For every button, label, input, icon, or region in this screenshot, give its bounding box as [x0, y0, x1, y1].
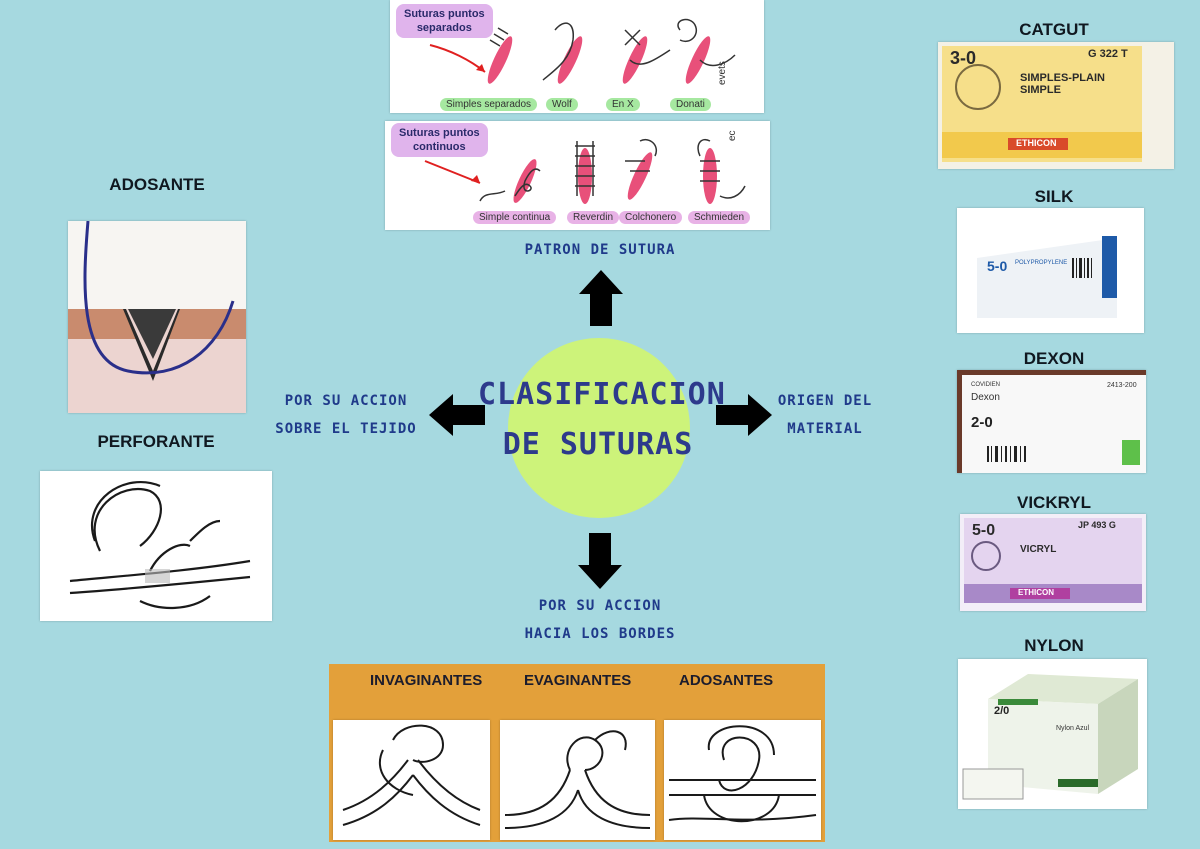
silk-package-image: 5-0 POLYPROPYLENE: [957, 208, 1144, 333]
perforante-image: [40, 471, 272, 621]
invaginantes-image: [333, 720, 490, 840]
dexon-desc: Dexon: [971, 392, 1000, 403]
border-header: INVAGINANTES: [370, 672, 483, 689]
border-header: ADOSANTES: [679, 672, 774, 689]
pattern-continuos-panel: ec Suturas puntos continuos Simple conti…: [385, 121, 770, 230]
nylon-desc: Nylon Azul: [1056, 725, 1090, 732]
separados-item: Wolf: [546, 98, 578, 111]
separados-item: Simples separados: [440, 98, 538, 111]
dexon-package-image: COVIDIEN 2413-200 Dexon 2-0: [957, 370, 1146, 473]
evaginantes-image: [500, 720, 655, 840]
catgut-size: 3-0: [950, 48, 977, 68]
material-label-nylon: NYLON: [1024, 636, 1084, 655]
svg-text:evets: evets: [717, 61, 728, 85]
material-label-dexon: DEXON: [1023, 349, 1085, 368]
material-label-silk: SILK: [1034, 187, 1074, 206]
nylon-package-image: 2/0 Nylon Azul: [958, 659, 1147, 809]
arrow-down-icon: [578, 533, 622, 589]
dexon-code: 2413-200: [1107, 382, 1137, 389]
arrow-right-icon: [716, 394, 772, 436]
continuos-item: Schmieden: [688, 211, 751, 224]
branch-label-bottom: POR SU ACCION HACIA LOS BORDES: [524, 598, 676, 642]
vickryl-brand: ETHICON: [1018, 588, 1054, 597]
branch-label-top: PATRON DE SUTURA: [524, 242, 676, 258]
perforante-label: PERFORANTE: [97, 432, 215, 451]
dexon-size: 2-0: [971, 414, 993, 431]
catgut-desc: SIMPLES-PLAIN SIMPLE: [1020, 72, 1105, 96]
branch-label-right: ORIGEN DEL MATERIAL: [777, 393, 873, 437]
vickryl-package-image: 5-0 JP 493 G VICRYL ETHICON: [960, 514, 1146, 611]
continuos-item: Reverdin: [567, 211, 620, 224]
material-label-vickryl: VICKRYL: [1017, 493, 1091, 512]
vickryl-code: JP 493 G: [1078, 520, 1116, 530]
nylon-size: 2/0: [994, 705, 1010, 717]
center-title: CLASIFICACION DE SUTURAS: [478, 377, 726, 462]
border-header: EVAGINANTES: [524, 672, 632, 689]
borders-panel: INVAGINANTES EVAGINANTES ADOSANTES: [329, 664, 825, 842]
pattern-separados-panel: evets Suturas puntos separados Simples s…: [390, 0, 764, 113]
continuos-item: Simple continua: [473, 211, 557, 224]
arrow-left-icon: [429, 394, 485, 436]
adosantes-image: [664, 720, 821, 840]
arrow-up-icon: [579, 270, 623, 326]
continuos-item: Colchonero: [619, 211, 683, 224]
dexon-brand: COVIDIEN: [971, 382, 1001, 388]
center-blob: [508, 338, 690, 518]
separados-heading: Suturas puntos separados: [396, 4, 493, 38]
material-label-catgut: CATGUT: [1019, 20, 1089, 39]
silk-desc: POLYPROPYLENE: [1015, 260, 1068, 266]
branch-label-left: POR SU ACCION SOBRE EL TEJIDO: [275, 393, 417, 437]
separados-illustration: evets: [429, 18, 736, 85]
silk-size: 5-0: [987, 258, 1008, 274]
separados-item: En X: [606, 98, 640, 111]
catgut-code: G 322 T: [1088, 48, 1128, 60]
continuos-heading: Suturas puntos continuos: [391, 123, 488, 157]
adosante-label: ADOSANTE: [109, 175, 205, 194]
vickryl-size: 5-0: [972, 522, 996, 539]
svg-text:ec: ec: [727, 130, 738, 141]
catgut-package-image: 3-0 G 322 T SIMPLES-PLAIN SIMPLE ETHICON: [938, 42, 1174, 169]
catgut-brand: ETHICON: [1016, 138, 1057, 148]
adosante-image: [68, 221, 246, 413]
continuos-illustration: ec: [424, 130, 746, 204]
vickryl-desc: VICRYL: [1020, 544, 1057, 555]
separados-item: Donati: [670, 98, 711, 111]
